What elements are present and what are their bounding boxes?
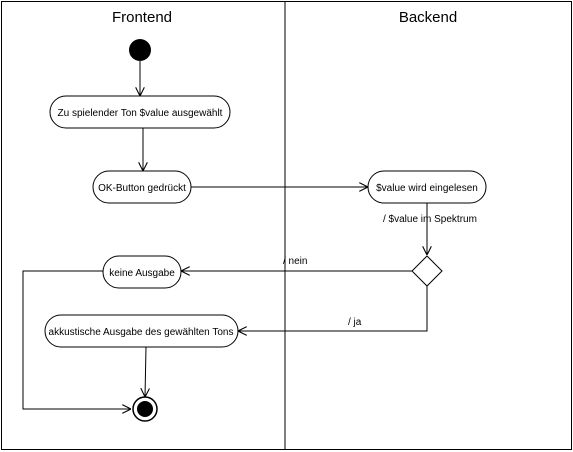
action-no-output-label: keine Ausgabe: [109, 268, 175, 279]
action-no-output: [102, 255, 182, 289]
initial-node: [129, 39, 151, 61]
action-select-tone: [49, 95, 231, 129]
action-value-read: [367, 170, 487, 204]
edge-decision-to-acoustic: [238, 286, 428, 331]
action-select-tone-label: Zu spielender Ton $value ausgewählt: [58, 108, 223, 119]
edge-label-yes: / ja: [348, 317, 362, 328]
edge-label-in-spectrum: / $value im Spektrum: [383, 214, 477, 225]
edge-no-output-to-final: [22, 270, 131, 409]
action-ok-pressed-label: OK-Button gedrückt: [98, 183, 186, 194]
frontend-lane-title: Frontend: [112, 9, 172, 26]
action-ok-pressed: [92, 170, 192, 204]
action-acoustic-output: [44, 314, 239, 348]
edge-acoustic-to-final: [145, 346, 146, 397]
backend-lane-title: Backend: [399, 9, 457, 26]
final-node-core: [137, 401, 153, 417]
action-value-read-label: $value wird eingelesen: [376, 183, 478, 194]
action-acoustic-output-label: akkustische Ausgabe des gewählten Tons: [49, 327, 234, 338]
edge-label-no: / nein: [283, 256, 307, 267]
decision-node: [411, 255, 443, 287]
